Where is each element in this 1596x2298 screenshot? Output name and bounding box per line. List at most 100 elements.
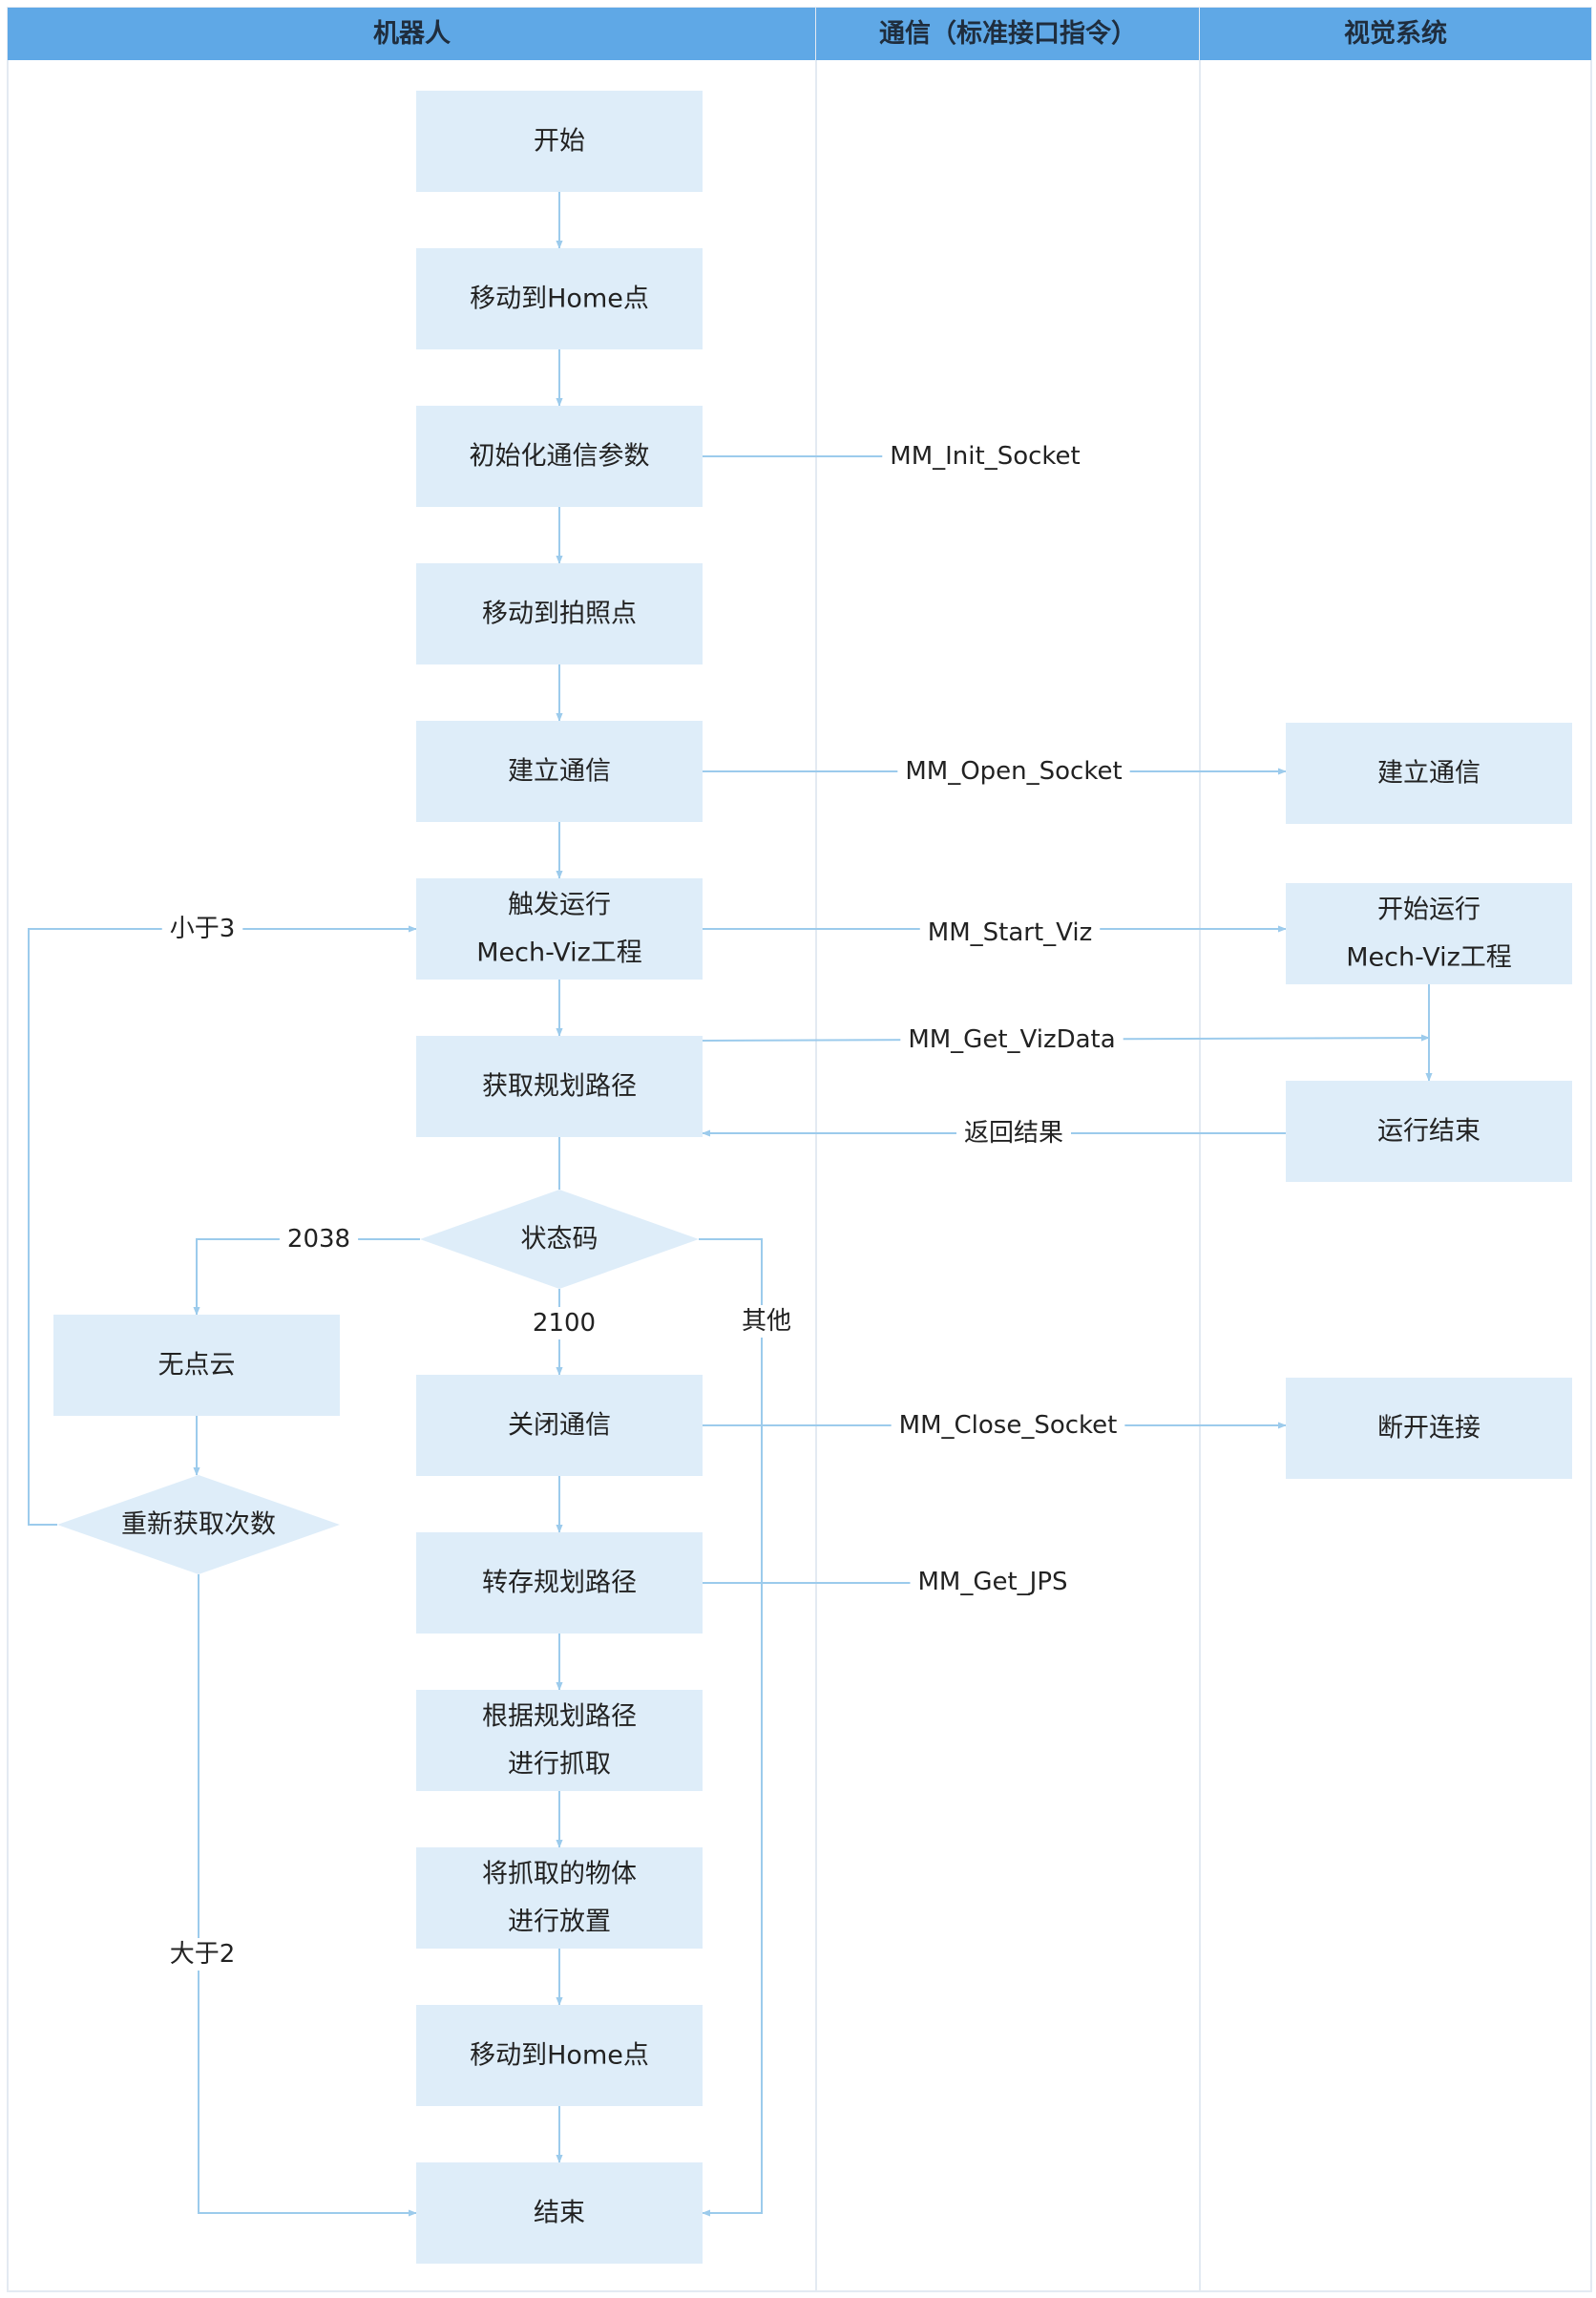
- label-background: [733, 1305, 800, 1338]
- node-label: 将抓取的物体: [482, 1860, 637, 1889]
- process-shape: [416, 406, 703, 507]
- process-shape: [416, 1375, 703, 1476]
- lane-title-robot: 机器人: [373, 19, 451, 49]
- connector-label-e-status-2038: 2038: [279, 1223, 359, 1255]
- connector-label-e-open-socket: MM_Open_Socket: [897, 755, 1130, 788]
- connector-label-e-init-socket: MM_Init_Socket: [882, 440, 1088, 473]
- node-close-comm: 关闭通信: [416, 1375, 703, 1476]
- process-shape: [416, 1847, 703, 1949]
- node-label: 建立通信: [1377, 759, 1480, 789]
- process-shape: [1286, 723, 1572, 824]
- connector-label-text: MM_Close_Socket: [899, 1411, 1118, 1440]
- lane-header-robot: [8, 8, 816, 60]
- connector-label-e-status-other: 其他: [733, 1305, 800, 1338]
- node-move-home-1: 移动到Home点: [416, 248, 703, 349]
- process-shape: [416, 563, 703, 664]
- label-background: [897, 755, 1130, 788]
- connector-label-text: MM_Init_Socket: [890, 442, 1080, 471]
- lane-robot: 机器人: [7, 7, 817, 2292]
- node-no-cloud: 无点云: [53, 1315, 340, 1416]
- label-background: [279, 1223, 359, 1255]
- node-label: 移动到Home点: [470, 285, 649, 314]
- node-label: 触发运行: [508, 891, 611, 920]
- node-v-start: 开始运行 Mech-Viz工程: [1286, 883, 1572, 984]
- process-shape: [1286, 1081, 1572, 1182]
- lane-title-comm: 通信（标准接口指令）: [879, 18, 1137, 49]
- node-end: 结束: [416, 2162, 703, 2264]
- label-background: [891, 1409, 1125, 1442]
- connector-label-text: 2038: [287, 1225, 350, 1254]
- connector-label-e-close-socket: MM_Close_Socket: [891, 1409, 1125, 1442]
- connector-label-text: 大于2: [170, 1940, 236, 1969]
- process-shape: [416, 878, 703, 980]
- node-label: 移动到Home点: [470, 2041, 649, 2071]
- process-shape: [416, 1690, 703, 1791]
- connector-e-status-other: [699, 1238, 763, 2217]
- decision-shape: [420, 1190, 699, 1289]
- flow-nodes: 开始移动到Home点初始化通信参数移动到拍照点建立通信触发运行Mech-Viz工…: [53, 91, 1572, 2264]
- lane-title-vision: 视觉系统: [1344, 18, 1447, 49]
- label-background: [956, 1117, 1072, 1149]
- node-label: 结束: [534, 2199, 585, 2228]
- process-shape: [1286, 1378, 1572, 1479]
- node-label: 移动到拍照点: [482, 600, 637, 629]
- decision-shape: [57, 1475, 340, 1574]
- node-open-comm: 建立通信: [416, 721, 703, 822]
- node-label: 无点云: [158, 1351, 236, 1381]
- node-status: 状态码: [420, 1190, 699, 1289]
- node-label: 开始运行: [1377, 896, 1480, 925]
- node-label: 开始: [534, 127, 585, 157]
- connector-label-text: 返回结果: [964, 1119, 1063, 1148]
- process-shape: [416, 1036, 703, 1137]
- node-label: 断开连接: [1377, 1414, 1480, 1444]
- node-v-open: 建立通信: [1286, 723, 1572, 824]
- connector-label-e-return: 返回结果: [956, 1117, 1072, 1149]
- connector-label-text: MM_Open_Socket: [905, 757, 1122, 786]
- label-background: [161, 913, 243, 945]
- node-move-photo: 移动到拍照点: [416, 563, 703, 664]
- connector-label-e-start-viz: MM_Start_Viz: [919, 917, 1101, 949]
- process-shape: [416, 721, 703, 822]
- node-get-path: 获取规划路径: [416, 1036, 703, 1137]
- node-label: 建立通信: [508, 757, 611, 787]
- node-label: 进行放置: [508, 1908, 611, 1937]
- process-shape: [416, 2162, 703, 2264]
- node-label: 状态码: [521, 1225, 598, 1254]
- node-label: 重新获取次数: [121, 1510, 276, 1540]
- connector-e-retry-more: [198, 1574, 417, 2217]
- node-label: 获取规划路径: [482, 1072, 637, 1102]
- node-label: 进行抓取: [508, 1750, 611, 1780]
- connector-label-text: 2100: [533, 1309, 596, 1338]
- node-label: Mech-Viz工程: [1346, 943, 1512, 973]
- node-label: 初始化通信参数: [470, 442, 650, 472]
- connector-label-e-retry-less: 小于3: [161, 913, 243, 945]
- node-label: Mech-Viz工程: [476, 938, 642, 968]
- node-move-home-2: 移动到Home点: [416, 2005, 703, 2106]
- node-label: 转存规划路径: [482, 1569, 637, 1598]
- node-save-path: 转存规划路径: [416, 1532, 703, 1634]
- connector-label-e-retry-more: 大于2: [161, 1938, 243, 1971]
- label-background: [161, 1938, 243, 1971]
- process-shape: [416, 2005, 703, 2106]
- lane-header-comm: [816, 8, 1200, 60]
- connector-label-e-status-2100: 2100: [524, 1307, 604, 1339]
- lane-body-robot: [7, 7, 817, 2292]
- connector-labels: MM_Init_SocketMM_Open_SocketMM_Start_Viz…: [161, 440, 1130, 1971]
- connector-label-text: MM_Get_VizData: [908, 1025, 1115, 1054]
- node-label: 关闭通信: [508, 1411, 611, 1441]
- process-shape: [416, 248, 703, 349]
- node-init-comm: 初始化通信参数: [416, 406, 703, 507]
- node-v-done: 运行结束: [1286, 1081, 1572, 1182]
- node-retry: 重新获取次数: [57, 1475, 340, 1574]
- label-background: [524, 1307, 604, 1339]
- process-shape: [416, 1532, 703, 1634]
- label-background: [900, 1023, 1124, 1056]
- node-trigger-viz: 触发运行 Mech-Viz工程: [416, 878, 703, 980]
- lane-header-vision: [1200, 8, 1591, 60]
- node-label: 根据规划路径: [482, 1702, 637, 1732]
- process-shape: [416, 91, 703, 192]
- process-shape: [53, 1315, 340, 1416]
